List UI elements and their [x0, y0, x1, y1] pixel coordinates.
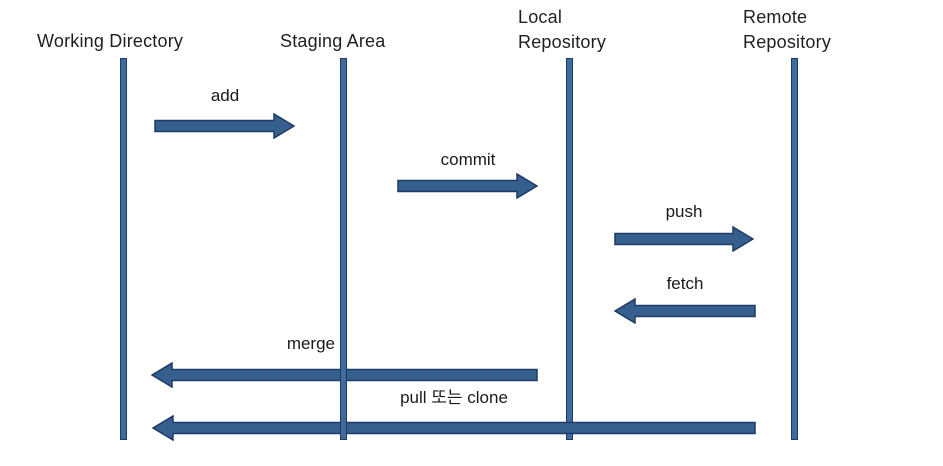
lifeline-label-local-repository: Local Repository: [518, 5, 606, 55]
arrow-add-right-icon: [154, 113, 295, 139]
lifeline-label-line: Local: [518, 7, 563, 27]
arrow-label-merge: merge: [286, 334, 335, 353]
arrow-label-commit: commit: [440, 150, 496, 169]
arrow-label-push: push: [665, 202, 703, 221]
lifeline-label-staging-area: Staging Area: [280, 31, 386, 51]
lifeline-remote-repository: [791, 58, 798, 440]
lifeline-label-line: Remote: [743, 7, 808, 27]
arrow-pull-clone-left-icon: [152, 415, 756, 441]
lifeline-local-repository: [566, 58, 573, 440]
arrow-commit-right-icon: [397, 173, 538, 199]
lifeline-label-line: Repository: [518, 32, 607, 52]
lifeline-label-working-directory: Working Directory: [37, 31, 184, 51]
arrow-label-fetch: fetch: [666, 274, 704, 293]
lifeline-label-line: Repository: [743, 32, 832, 52]
arrow-push-right-icon: [614, 226, 754, 252]
lifeline-working-directory: [120, 58, 127, 440]
lifeline-label-remote-repository: Remote Repository: [743, 5, 831, 55]
lifeline-staging-area: [340, 58, 347, 440]
arrow-label-pull: pull 또는 clone: [400, 388, 508, 407]
arrow-fetch-left-icon: [614, 298, 756, 324]
arrow-label-add: add: [210, 86, 240, 105]
